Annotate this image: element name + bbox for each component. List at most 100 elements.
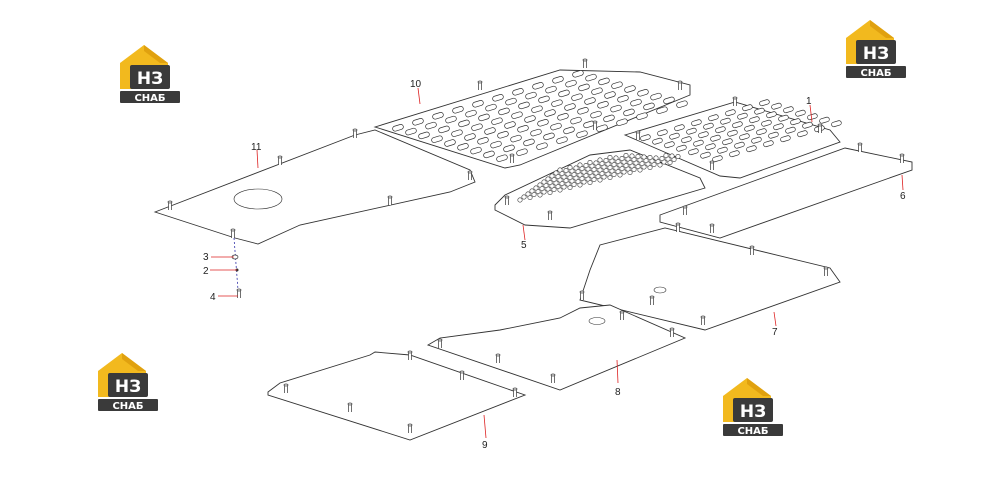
mat-slot: [537, 119, 549, 127]
perforation-hole: [553, 170, 559, 176]
mat-slot: [657, 129, 668, 137]
perforation-hole: [629, 153, 635, 159]
perforation-hole: [623, 153, 629, 159]
mat-slot: [778, 114, 789, 122]
parts-2-3-4-fastener: [231, 237, 242, 299]
mat-slot: [749, 116, 760, 124]
mat-slot: [517, 125, 529, 133]
mat-slot: [630, 98, 642, 107]
mat-slot: [536, 142, 548, 150]
mat-slot: [676, 100, 688, 108]
perforation-hole: [567, 165, 573, 171]
perforation-hole: [573, 165, 579, 171]
mat-slot: [664, 141, 675, 149]
mat-slot: [558, 89, 570, 98]
mat-slot: [491, 117, 503, 125]
perforation-hole: [529, 188, 535, 194]
mat-slot: [708, 114, 719, 122]
mat-slot: [636, 112, 648, 120]
mat-slot: [458, 119, 470, 128]
mat-slot: [498, 107, 510, 116]
mat-slot: [807, 113, 818, 121]
mat-slot: [452, 106, 464, 114]
mat-slot: [819, 116, 830, 124]
mat-slot: [732, 121, 743, 129]
logo-top-left: НЗ СНАБ: [120, 45, 180, 104]
perforation-hole: [603, 158, 609, 164]
mat-slot: [674, 124, 685, 132]
mat-slot: [497, 131, 509, 139]
mat-slot: [465, 109, 477, 118]
perforation-hole: [541, 179, 547, 185]
mat-slot: [523, 138, 535, 147]
logo-word: СНАБ: [134, 93, 165, 104]
mat-slot: [571, 93, 583, 101]
logo-letters: НЗ: [137, 69, 163, 89]
perforation-hole: [525, 191, 531, 197]
callout-1: 1: [806, 96, 812, 107]
mat-slot: [418, 131, 430, 140]
logo-word: СНАБ: [860, 68, 891, 79]
mat-slot: [484, 127, 496, 135]
part-1-mat: [623, 96, 842, 179]
mat-slot: [551, 99, 563, 107]
mat-slot: [557, 113, 569, 121]
perforation-hole: [563, 168, 569, 174]
mat-slot: [831, 120, 842, 128]
perforation-hole: [537, 182, 543, 188]
mat-slot: [552, 76, 564, 84]
logo-word: СНАБ: [737, 426, 768, 437]
mat-slot: [584, 97, 596, 105]
mat-slot: [734, 141, 745, 149]
mat-slot: [516, 148, 528, 156]
mat-slot: [585, 73, 597, 82]
perforation-hole: [675, 154, 681, 160]
mat-slot: [457, 143, 469, 151]
mat-slot: [504, 121, 516, 129]
mat-slot: [505, 97, 517, 106]
perforation-hole: [549, 173, 555, 179]
mat-slot: [785, 126, 796, 134]
perforation-hole: [587, 160, 593, 166]
callout-5: 5: [521, 240, 527, 251]
mat-slot: [616, 118, 628, 126]
mat-slot: [591, 87, 603, 95]
mat-slot: [759, 99, 770, 107]
callout-6: 6: [900, 191, 906, 202]
mat-slot: [544, 109, 556, 117]
mat-slot: [597, 101, 609, 109]
mat-slot: [425, 121, 437, 130]
mat-slot: [783, 106, 794, 114]
mat-slot: [688, 148, 699, 156]
mat-slot: [637, 89, 649, 97]
mat-slot: [624, 85, 636, 93]
mat-slot: [603, 114, 615, 123]
mat-slot: [746, 145, 757, 153]
mat-slot: [444, 139, 456, 147]
mat-slot: [490, 140, 502, 149]
mat-slot: [525, 91, 537, 100]
mat-slot: [604, 91, 616, 99]
mat-slot: [578, 83, 590, 92]
mat-slot: [565, 79, 577, 88]
mat-slot: [598, 77, 610, 86]
perforation-hole: [647, 155, 653, 161]
mat-slot: [445, 115, 457, 124]
perforation-hole: [635, 154, 641, 160]
mat-slot: [438, 125, 450, 134]
part-10-mat: [373, 58, 691, 169]
mat-slot: [564, 103, 576, 111]
callout-7: 7: [772, 327, 778, 338]
mat-slot: [715, 126, 726, 134]
perforation-hole: [619, 156, 625, 162]
mat-slot: [451, 129, 463, 137]
mat-slot: [700, 151, 711, 159]
part-5-plate: [494, 149, 706, 229]
mat-slot: [656, 106, 668, 114]
leader-lines: [210, 87, 904, 439]
callout-10: 10: [410, 79, 422, 90]
mat-slot: [405, 127, 417, 136]
mat-slot: [766, 111, 777, 119]
mat-slot: [686, 127, 697, 135]
